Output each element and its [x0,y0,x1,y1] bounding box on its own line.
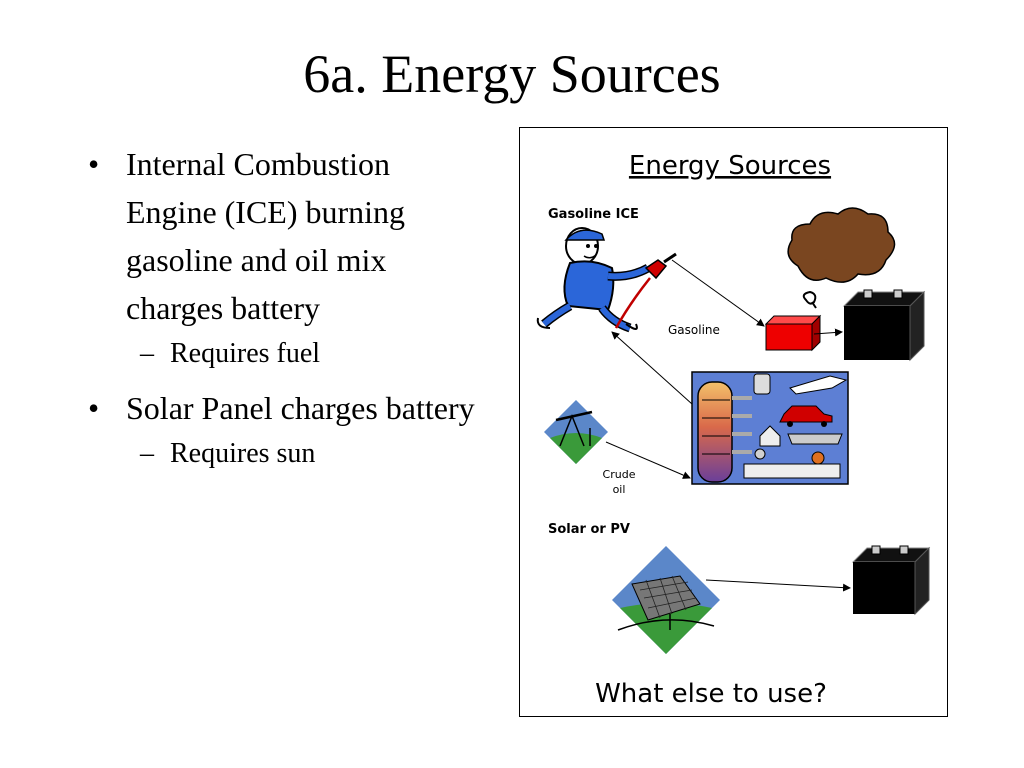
bullet-item: • Internal Combustion Engine (ICE) burni… [88,140,488,332]
arrow-pump-to-can [671,259,765,327]
arrow-refinery-to-pump [611,331,693,405]
gas-attendant-icon [536,227,677,333]
crude-label-line2: oil [613,483,626,496]
gas-can-icon [764,314,822,352]
oil-well-icon [544,400,608,464]
gasoline-heading: Gasoline ICE [548,207,639,222]
sub-bullet-item: – Requires fuel [88,334,488,374]
gasoline-label: Gasoline [668,323,720,337]
bullet-text: Internal Combustion Engine (ICE) burning… [126,146,406,326]
sub-bullet-item: – Requires sun [88,434,488,474]
solar-heading: Solar or PV [548,522,630,537]
bullet-item: • Solar Panel charges battery [88,384,488,432]
bullet-list: • Internal Combustion Engine (ICE) burni… [88,140,488,484]
question-text: What else to use? [595,679,827,709]
arrow-solar-to-battery [705,579,851,592]
bullet-marker: • [88,390,100,426]
solar-panel-icon [612,546,720,654]
arrow-well-to-refinery [605,441,691,479]
sub-bullet-text: Requires fuel [170,338,321,369]
battery-icon [851,545,931,616]
refinery-icon [691,371,849,485]
arrow-can-to-battery [813,328,843,337]
bullet-marker: • [88,146,100,182]
diagram-title: Energy Sources [629,151,831,181]
dash-marker: – [140,438,154,469]
crude-label-line1: Crude [603,468,636,481]
energy-diagram: Energy Sources Gasoline ICE Gasoline [519,127,948,717]
battery-icon [842,289,926,362]
smoke-cloud-icon [787,207,896,309]
bullet-text: Solar Panel charges battery [126,390,475,426]
dash-marker: – [140,338,154,369]
sub-bullet-text: Requires sun [170,438,316,469]
slide-title: 6a. Energy Sources [303,44,721,104]
